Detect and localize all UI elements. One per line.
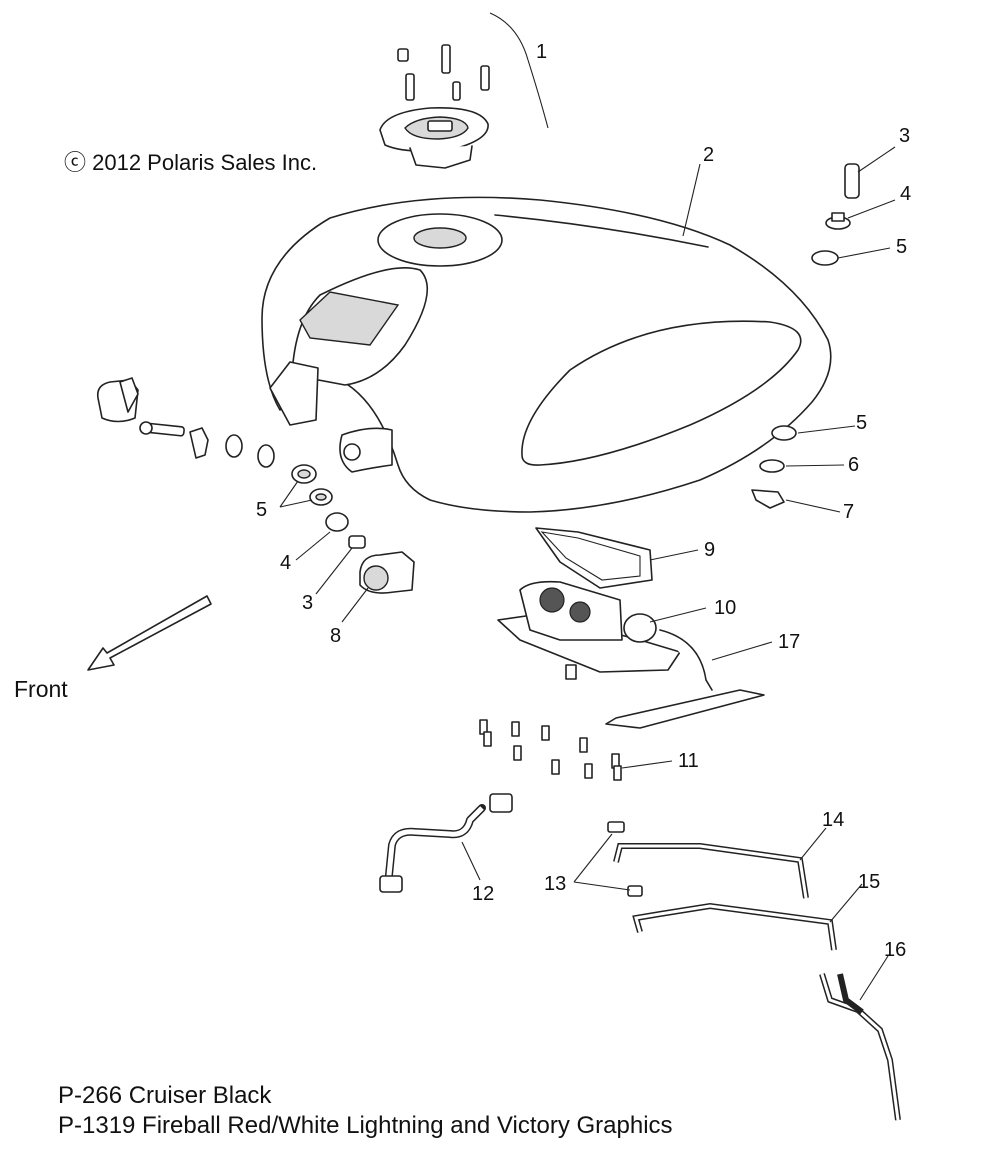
fuel-tank	[261, 196, 832, 513]
grommet-left-b	[257, 444, 275, 468]
callout-6: 6	[848, 454, 859, 476]
clip-7	[751, 489, 785, 509]
callout-4-left: 4	[280, 552, 291, 574]
callout-2: 2	[703, 144, 714, 166]
callout-13: 13	[544, 873, 566, 895]
leader-lines	[279, 146, 896, 1001]
clamp-13-a	[607, 821, 625, 833]
clamp-13-b	[627, 885, 643, 897]
fuel-cap-assembly	[379, 44, 490, 169]
callout-1: 1	[536, 41, 547, 63]
grommet-left-a	[225, 434, 243, 458]
bolt-left	[139, 421, 185, 437]
caption-line-2: P-1319 Fireball Red/White Lightning and …	[58, 1112, 673, 1139]
rear-mount-bumper-left	[96, 377, 139, 423]
callout-5-right-lower: 5	[856, 412, 867, 434]
washer-6	[759, 459, 785, 473]
fuel-hose-17	[605, 629, 765, 729]
callout-14: 14	[822, 809, 844, 831]
front-arrow-icon	[87, 595, 212, 671]
caption-line-1: P-266 Cruiser Black	[58, 1082, 272, 1109]
callout-3-right: 3	[899, 125, 910, 147]
fuel-pump-10	[497, 580, 681, 680]
callout-17: 17	[778, 631, 800, 653]
bolt-3-left	[348, 535, 366, 549]
front-direction-label: Front	[14, 676, 68, 702]
screws-11	[479, 719, 622, 781]
bolt-3-right	[844, 163, 860, 199]
grommet-5-left	[291, 464, 333, 506]
callout-10: 10	[714, 597, 736, 619]
vent-line-16	[819, 973, 901, 1121]
callout-8: 8	[330, 625, 341, 647]
mount-bumper-8	[359, 551, 415, 594]
callout-11: 11	[678, 750, 699, 772]
callout-9: 9	[704, 539, 715, 561]
callout-15: 15	[858, 871, 880, 893]
callout-7: 7	[843, 501, 854, 523]
callout-16: 16	[884, 939, 906, 961]
washer-4-right	[825, 212, 851, 230]
vent-line-15	[632, 902, 837, 951]
bushing-left	[189, 427, 209, 459]
gasket-inner	[540, 531, 641, 581]
grommet-5-right-lower	[771, 425, 797, 441]
copyright-notice: ⓒ 2012 Polaris Sales Inc.	[64, 150, 318, 175]
vent-line-14	[613, 843, 809, 899]
washer-4-left	[325, 512, 349, 532]
callout-4-right: 4	[900, 183, 911, 205]
grommet-5-right-top	[811, 250, 839, 266]
callout-3-left: 3	[302, 592, 313, 614]
callout-5-right-top: 5	[896, 236, 907, 258]
fuel-line-12	[379, 793, 513, 893]
callout-12: 12	[472, 883, 494, 905]
bracket-leader-1	[489, 12, 549, 129]
callout-5-left: 5	[256, 499, 267, 521]
gasket-9	[535, 527, 653, 589]
